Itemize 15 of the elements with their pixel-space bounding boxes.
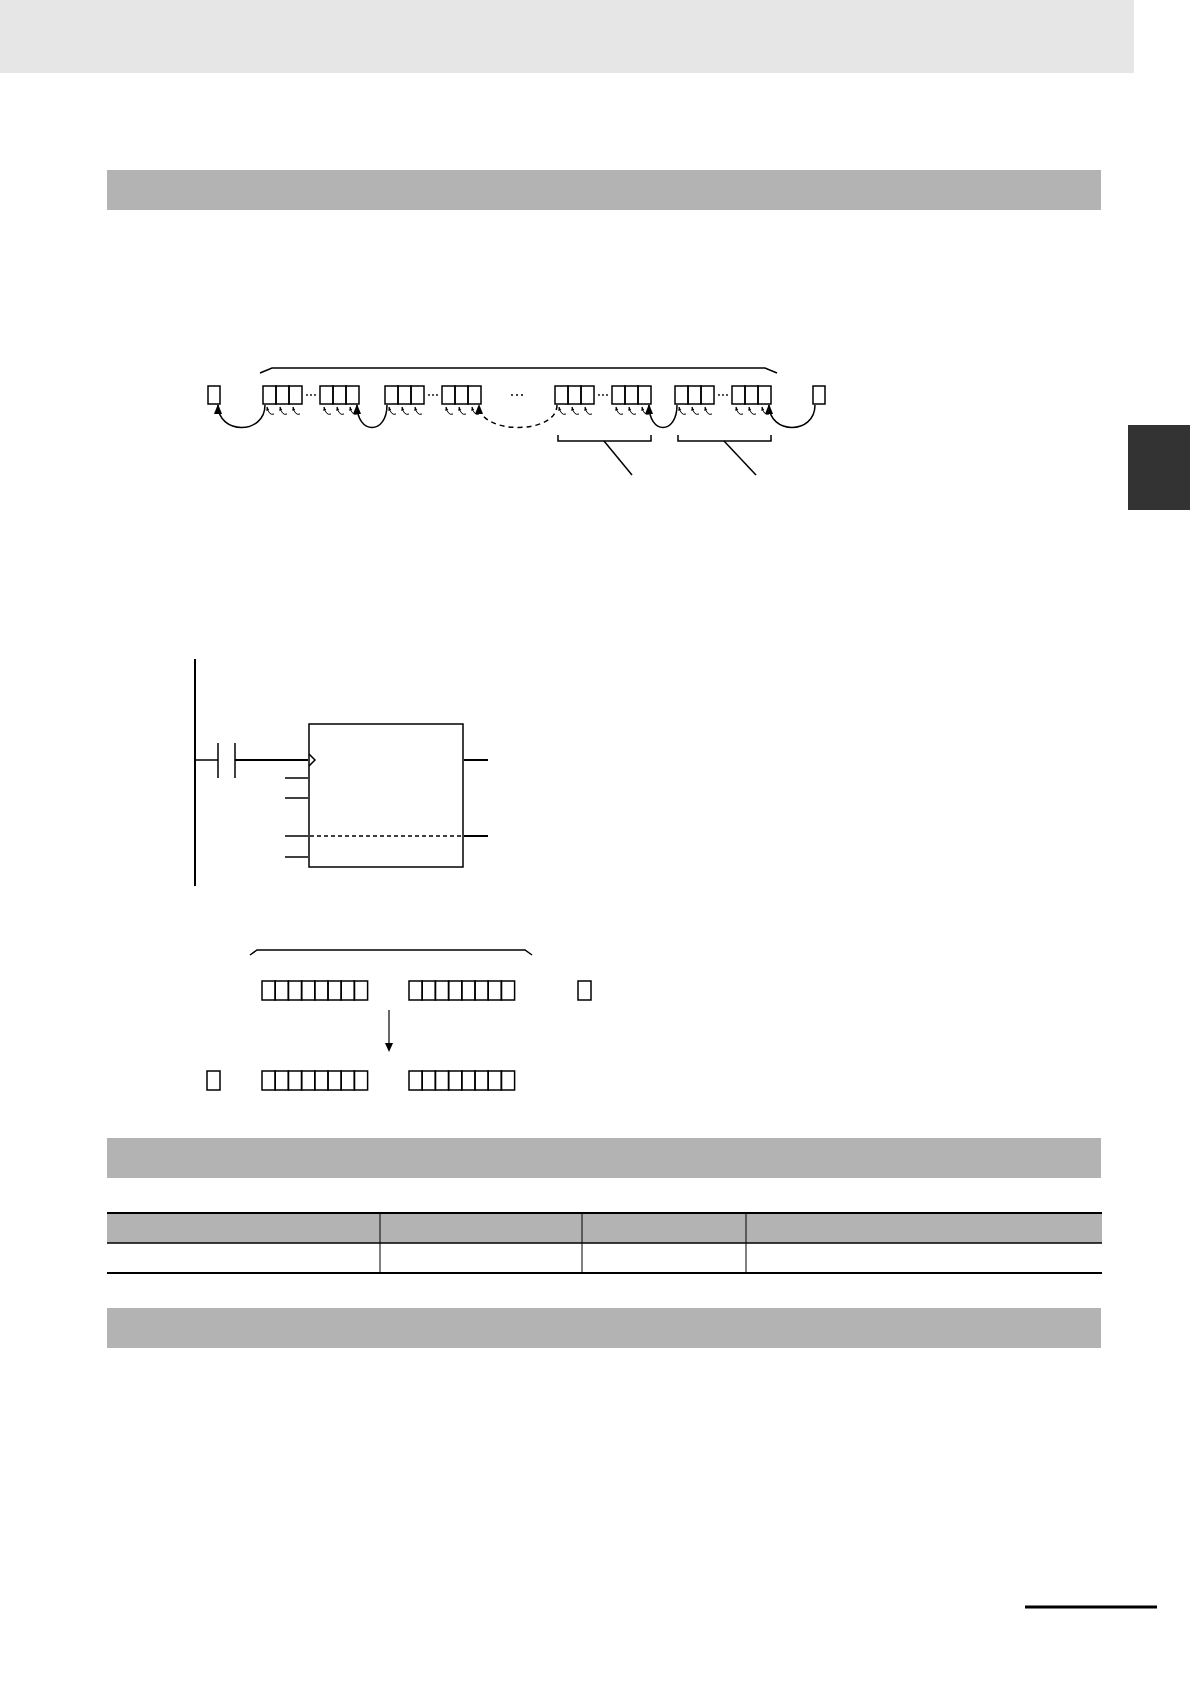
carry-bit-box (812, 385, 826, 405)
curved-arrow (476, 404, 558, 429)
curved-arrow (645, 403, 678, 429)
carry-bit-box (207, 385, 221, 405)
curved-arrow (353, 403, 388, 429)
register-bits (262, 385, 360, 418)
section-bar (107, 1308, 1101, 1348)
register-bits (674, 385, 772, 418)
curved-arrow (215, 403, 266, 429)
curved-arrow (766, 403, 816, 429)
side-tab (1128, 425, 1190, 510)
register-bits (554, 385, 652, 418)
section-bar (107, 1138, 1101, 1178)
register-bits (384, 385, 482, 418)
section-bar (107, 170, 1101, 210)
